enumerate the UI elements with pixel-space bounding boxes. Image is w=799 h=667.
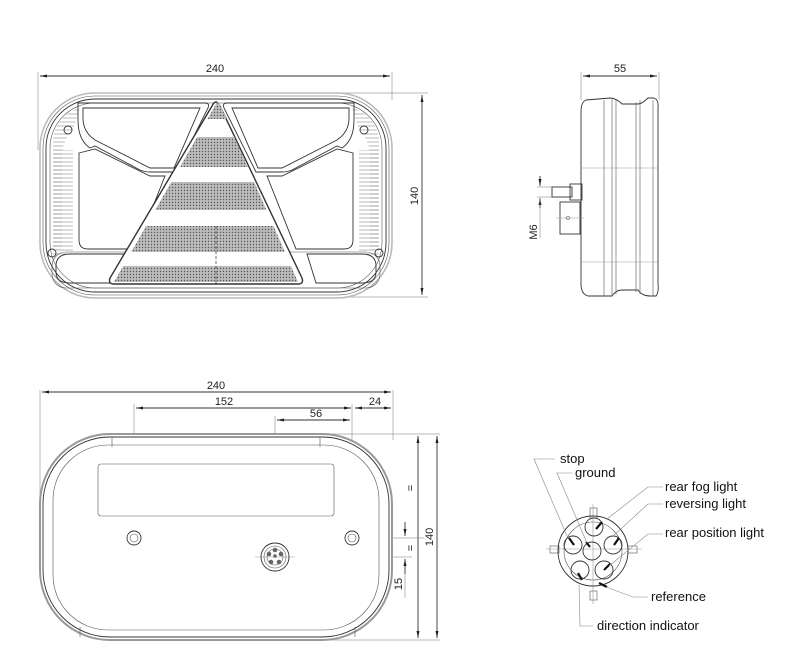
side-depth-label: 55 bbox=[614, 63, 626, 75]
pin-label-reference: reference bbox=[651, 589, 706, 604]
connector-vertical-label: 15 bbox=[393, 578, 405, 590]
edge-offset-label: 24 bbox=[369, 396, 381, 408]
equal-mark-lower: = bbox=[405, 545, 417, 551]
rear-height-label: 140 bbox=[424, 528, 436, 546]
front-height-label: 140 bbox=[409, 187, 421, 205]
pin-label-direction-indicator: direction indicator bbox=[597, 618, 700, 633]
side-depth-dimension: 55 bbox=[580, 63, 660, 100]
rear-width-label: 240 bbox=[207, 380, 225, 392]
bolt-thread-label: M6 bbox=[528, 224, 540, 239]
pin-label-ground: ground bbox=[575, 465, 615, 480]
front-view: 240 140 bbox=[37, 63, 428, 299]
pin-label-rear-fog-light: rear fog light bbox=[665, 479, 738, 494]
screw-icon bbox=[47, 125, 384, 258]
connector-icon bbox=[255, 542, 295, 572]
connector-offset-label: 56 bbox=[310, 408, 322, 420]
front-width-dimension: 240 bbox=[37, 63, 393, 150]
hole-spacing-label: 152 bbox=[215, 396, 233, 408]
equal-mark-upper: = bbox=[405, 485, 417, 491]
mounting-bolt-icon bbox=[126, 530, 360, 546]
front-height-dimension: 140 bbox=[300, 92, 428, 298]
side-view: 55 M6 bbox=[528, 63, 660, 297]
pin-label-reversing-light: reversing light bbox=[665, 496, 746, 511]
front-width-label: 240 bbox=[206, 63, 224, 75]
connector-pinout: stop ground rear fog light reversing lig… bbox=[533, 451, 764, 633]
rear-view: 240 152 24 56 140 = = 15 bbox=[39, 380, 440, 641]
pin-label-rear-position-light: rear position light bbox=[665, 525, 764, 540]
pin-label-stop: stop bbox=[560, 451, 585, 466]
